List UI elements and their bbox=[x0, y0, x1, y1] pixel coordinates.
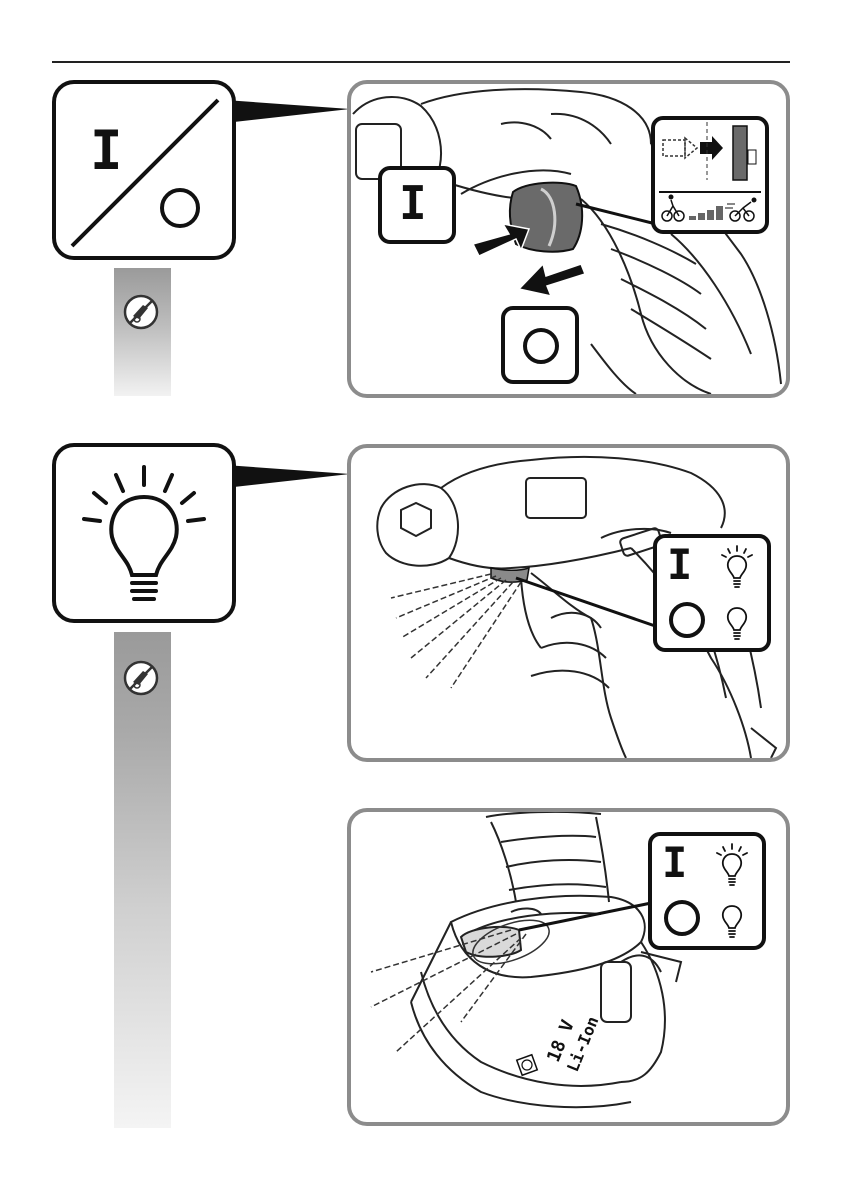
direction-arrow-icon bbox=[700, 136, 723, 160]
on-symbol: I bbox=[90, 124, 123, 178]
light-state-inset: I bbox=[653, 534, 771, 652]
bulb-on-icon bbox=[717, 544, 757, 590]
no-tool-icon bbox=[121, 292, 161, 332]
note-bar-2 bbox=[114, 632, 171, 1128]
switch-illustration-panel: I bbox=[347, 80, 790, 398]
on-off-symbol-box: I bbox=[52, 80, 236, 260]
header-rule bbox=[52, 61, 790, 63]
note-bar-1 bbox=[114, 268, 171, 396]
off-callout bbox=[501, 306, 579, 384]
on-callout: I bbox=[378, 166, 456, 244]
diagonal-slash bbox=[56, 84, 232, 256]
speed-inset bbox=[651, 116, 769, 234]
pull-arrow-icon bbox=[519, 264, 585, 296]
battery-illustration-panel: 18 V Li-Ion I bbox=[347, 808, 790, 1126]
light-symbol-box bbox=[52, 443, 236, 623]
bulb-icon bbox=[56, 447, 232, 619]
battery-bulb-off-icon bbox=[712, 896, 752, 942]
off-symbol bbox=[158, 186, 202, 230]
push-arrow-icon bbox=[473, 224, 529, 256]
battery-bulb-on-icon bbox=[712, 842, 752, 888]
no-tool-icon-2 bbox=[121, 658, 161, 698]
pointer-wedge-2 bbox=[225, 460, 355, 500]
battery-light-off-symbol bbox=[662, 898, 702, 938]
pointer-wedge-1 bbox=[225, 95, 355, 135]
light-on-label: I bbox=[667, 544, 692, 586]
battery-light-on-label: I bbox=[662, 842, 687, 884]
light-illustration-panel: I bbox=[347, 444, 790, 762]
battery-light-state-inset: I bbox=[648, 832, 766, 950]
light-off-symbol bbox=[667, 600, 707, 640]
bulb-off-icon bbox=[717, 598, 757, 644]
